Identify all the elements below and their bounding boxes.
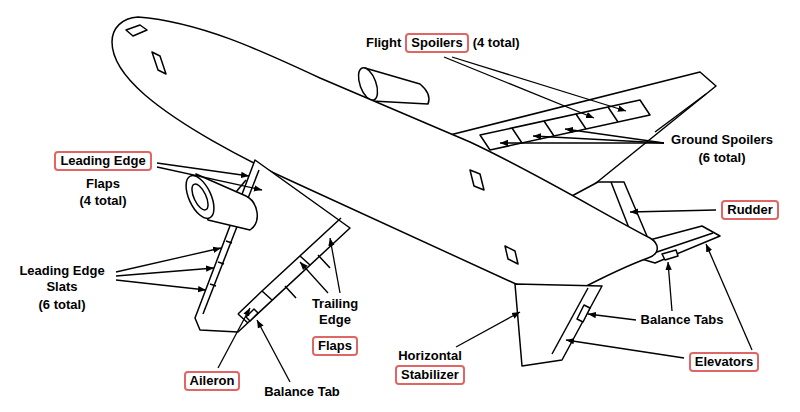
- fuselage: [112, 17, 657, 302]
- part-name: Aileron: [190, 373, 235, 389]
- leader-line: [706, 244, 752, 350]
- part-label: Horizontal: [398, 348, 462, 364]
- slat-dividers: [210, 241, 232, 286]
- highlight-box: Rudder: [721, 200, 779, 220]
- far-balance-tab: [662, 250, 678, 260]
- flap-track-fairings: [285, 255, 330, 298]
- part-label: Flight: [366, 35, 401, 51]
- leader-line: [257, 320, 290, 382]
- near-balance-tab: [577, 305, 590, 322]
- airplane: [112, 17, 720, 366]
- highlight-box: Stabilizer: [395, 365, 465, 385]
- leader-line: [630, 210, 716, 212]
- leader-line: [588, 314, 636, 320]
- leader-line: [444, 57, 594, 118]
- leader-line: [533, 136, 664, 143]
- part-label: Balance Tab: [264, 384, 340, 400]
- part-name: Spoilers: [411, 35, 462, 51]
- highlight-box: Elevators: [689, 352, 760, 372]
- leader-line: [157, 167, 262, 190]
- part-label: Flaps: [86, 176, 120, 192]
- leader-line: [218, 308, 250, 368]
- far-aileron-line: [655, 94, 706, 132]
- part-name: Stabilizer: [401, 367, 459, 383]
- leader-line: [116, 280, 206, 290]
- highlight-box: Leading Edge: [54, 151, 151, 171]
- part-label: Ground Spoilers: [671, 132, 773, 148]
- highlight-box: Flaps: [312, 336, 358, 356]
- leader-line: [452, 57, 626, 111]
- leader-line: [300, 262, 328, 293]
- forward-door: [152, 52, 166, 74]
- near-engine-fan: [189, 182, 212, 212]
- leader-group: [116, 57, 752, 382]
- aft-door: [505, 246, 518, 264]
- part-name: Leading Edge: [60, 153, 145, 169]
- far-elevator-hinge: [648, 233, 713, 255]
- part-name: Flaps: [318, 338, 352, 354]
- leader-line: [330, 238, 340, 293]
- part-label: Trailing Edge: [300, 296, 370, 328]
- leader-line: [500, 142, 664, 143]
- near-stabilizer: [515, 284, 602, 366]
- part-label: (6 total): [39, 297, 86, 313]
- part-label: Balance Tabs: [641, 312, 724, 328]
- part-label: (4 total): [80, 193, 127, 209]
- leader-line: [456, 312, 520, 347]
- part-label: (4 total): [473, 35, 520, 51]
- part-label: Leading Edge Slats: [12, 263, 112, 295]
- highlight-box: Aileron: [184, 371, 241, 391]
- cockpit-window: [126, 25, 147, 36]
- leader-line: [565, 129, 664, 143]
- part-name: Elevators: [695, 354, 754, 370]
- highlight-box: Spoilers: [405, 33, 468, 53]
- flap-dividers: [238, 256, 310, 323]
- leader-line: [566, 340, 684, 358]
- leader-line: [668, 262, 672, 311]
- leader-line: [116, 268, 214, 276]
- aft-door: [470, 170, 484, 190]
- part-name: Rudder: [727, 202, 773, 218]
- part-label: (6 total): [699, 150, 746, 166]
